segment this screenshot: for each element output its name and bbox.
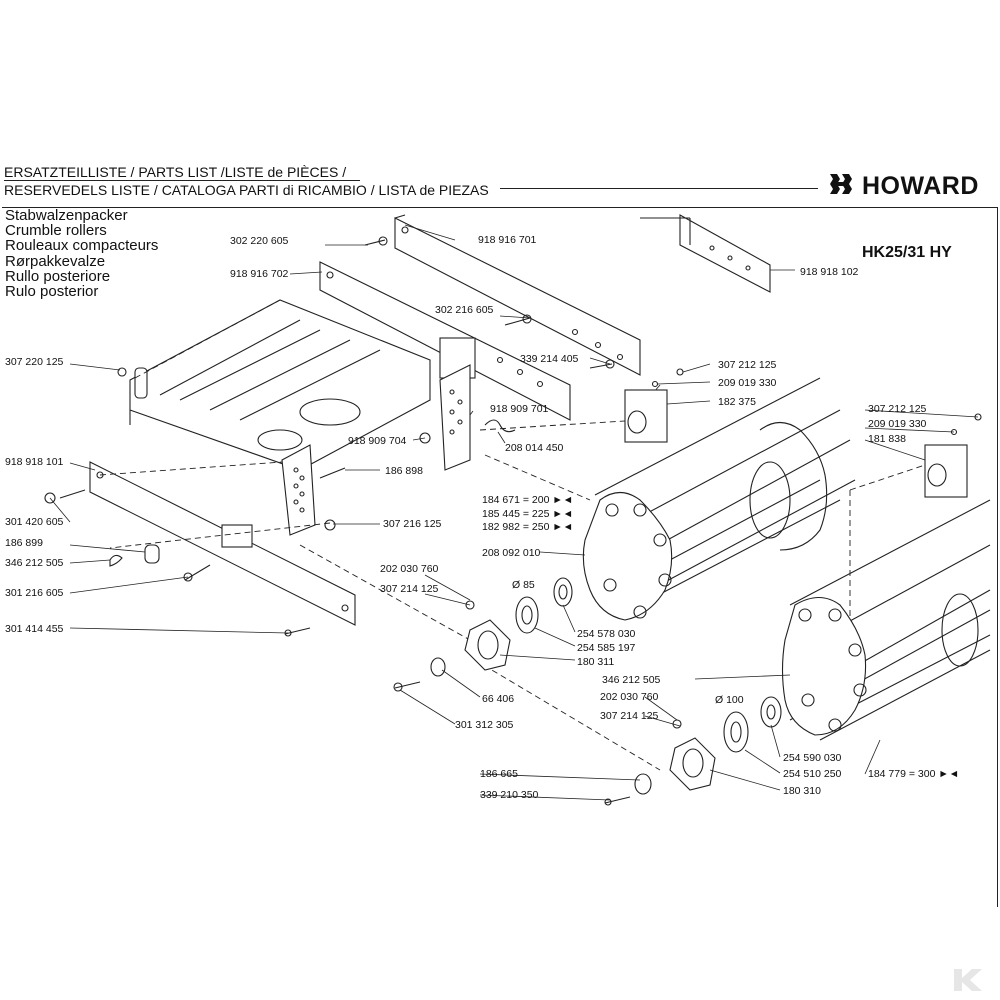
label-186-899: 186 899 (5, 537, 43, 549)
header-line-2: RESERVEDELS LISTE / CATALOGA PARTI di RI… (4, 182, 489, 198)
label-254-585-197: 254 585 197 (577, 642, 636, 654)
bearing-100 (723, 711, 749, 753)
bearing-block-left (624, 389, 668, 443)
flat-bar-upper (394, 217, 641, 376)
howard-logo: HOWARD (828, 170, 998, 202)
label-307-214-125-b: 307 214 125 (600, 710, 659, 722)
label-301-414-455: 301 414 455 (5, 623, 64, 635)
label-346-212-505-b: 346 212 505 (602, 674, 661, 686)
title-block: Stabwalzenpacker Crumble rollers Rouleau… (5, 208, 158, 299)
label-302-216-605: 302 216 605 (435, 304, 494, 316)
label-182-982: 182 982 = 250 ►◄ (482, 521, 573, 533)
label-208-014-450: 208 014 450 (505, 442, 564, 454)
flange-180310 (669, 737, 716, 791)
label-302-220-605: 302 220 605 (230, 235, 289, 247)
roller-upper (582, 377, 856, 621)
washer-66406 (430, 657, 446, 677)
label-202-030-760-b: 202 030 760 (600, 691, 659, 703)
label-209-019-330-a: 209 019 330 (718, 377, 777, 389)
label-339-210-350: 339 210 350 (480, 789, 539, 801)
title-fr: Rouleaux compacteurs (5, 237, 159, 255)
label-918-909-701: 918 909 701 (490, 403, 549, 415)
label-918-909-704: 918 909 704 (348, 435, 407, 447)
label-diameter-100: Ø 100 (715, 694, 744, 706)
label-254-510-250: 254 510 250 (783, 768, 842, 780)
label-181-838: 181 838 (868, 433, 906, 445)
title-de: Stabwalzenpacker (5, 207, 128, 224)
label-180-311: 180 311 (577, 656, 614, 668)
label-918-916-702: 918 916 702 (230, 268, 289, 280)
title-da: Rørpakkevalze (5, 252, 106, 270)
label-208-092-010: 346 212 505 (5, 557, 64, 569)
label-918-918-101: 918 918 101 (5, 456, 64, 468)
washer-186665 (634, 773, 652, 795)
label-186-898: 186 898 (385, 465, 423, 477)
adjust-plate (439, 364, 471, 471)
spacer-ring-1 (553, 577, 573, 607)
watermark-icon (954, 969, 982, 991)
label-346-212-505-a: 208 092 010 (482, 547, 541, 559)
bearing-block-right (924, 444, 968, 498)
label-202-030-760-a: 202 030 760 (380, 563, 439, 575)
label-66-406: 66 406 (482, 693, 514, 705)
label-301-216-605: 301 216 605 (5, 587, 64, 599)
label-918-916-701: 918 916 701 (478, 234, 537, 246)
label-918-918-102: 918 918 102 (800, 266, 859, 278)
label-186-665: 186 665 (480, 768, 518, 780)
label-339-214-405: 339 214 405 (520, 353, 579, 365)
title-en: Crumble rollers (5, 222, 107, 240)
label-254-578-030: 254 578 030 (577, 628, 636, 640)
bracket-right (679, 214, 771, 293)
label-180-310: 180 310 (783, 785, 821, 797)
label-307-212-125-a: 307 212 125 (718, 359, 777, 371)
frame-top (2, 207, 998, 208)
label-307-214-125-a: 307 214 125 (380, 583, 439, 595)
part-labels: 302 220 605 918 916 701 918 918 102 918 … (5, 234, 959, 801)
label-301-420-605: 301 420 605 (5, 516, 64, 528)
spacer-ring-2 (760, 696, 782, 728)
header-line-1: ERSATZTEILLISTE / PARTS LIST /LISTE de P… (4, 164, 347, 180)
frame-right (997, 207, 998, 907)
label-307-212-125-b: 307 212 125 (868, 403, 927, 415)
label-307-220-125: 307 220 125 (5, 356, 64, 368)
label-182-375: 182 375 (718, 396, 756, 408)
brand-name: HOWARD (862, 172, 979, 200)
label-307-216-125: 307 216 125 (383, 518, 442, 530)
flange-180311 (464, 619, 511, 671)
header-rule (500, 188, 818, 189)
drawing-parts (44, 214, 991, 806)
label-184-779: 184 779 = 300 ►◄ (868, 768, 959, 780)
label-184-671: 184 671 = 200 ►◄ (482, 494, 573, 506)
howard-logo-icon (830, 174, 852, 194)
label-diameter-85: Ø 85 (512, 579, 535, 591)
side-plate (281, 444, 316, 536)
label-209-019-330-b: 209 019 330 (868, 418, 927, 430)
bearing-85 (515, 596, 539, 634)
header-underline-1 (4, 180, 360, 181)
title-es: Rulo posterior (5, 283, 99, 301)
title-it: Rullo posteriore (5, 267, 111, 285)
label-185-445: 185 445 = 225 ►◄ (482, 508, 573, 520)
label-254-590-030: 254 590 030 (783, 752, 842, 764)
roller-lower (781, 499, 991, 741)
model-number: HK25/31 HY (862, 244, 952, 261)
label-301-312-305: 301 312 305 (455, 719, 514, 731)
